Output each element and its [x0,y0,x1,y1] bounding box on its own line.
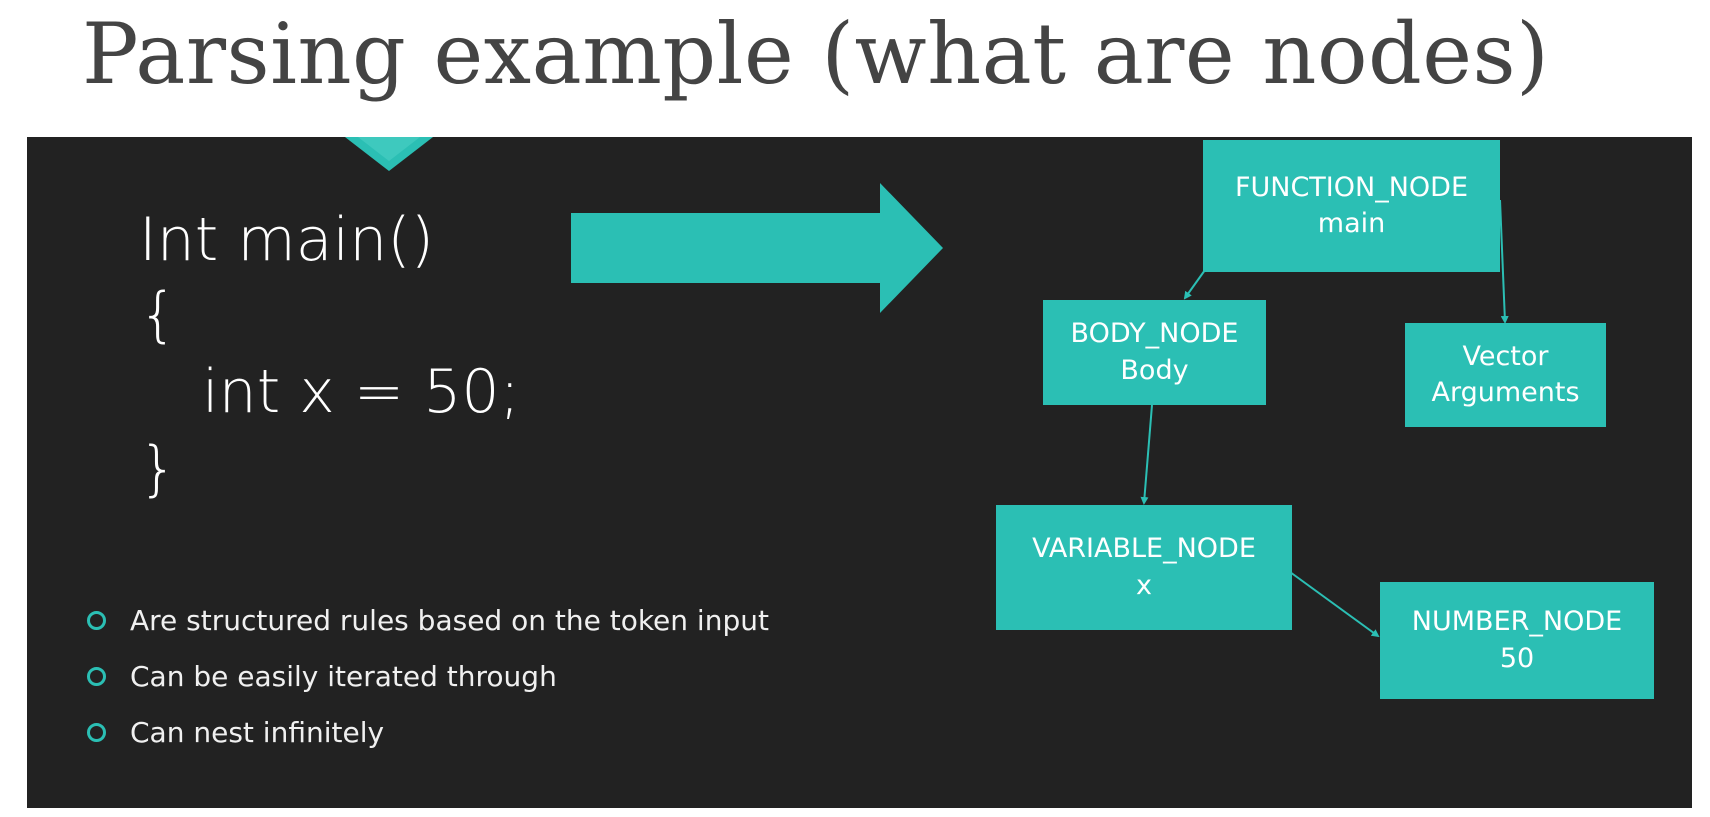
circle-bullet-icon [87,666,106,686]
node-type-label: BODY_NODE [1070,318,1239,350]
number-node-box: NUMBER_NODE 50 [1380,582,1654,699]
bullet-list: Are structured rules based on the token … [87,592,769,760]
circle-bullet-icon [87,610,106,630]
circle-bullet-icon [87,722,106,742]
function-node-box: FUNCTION_NODE main [1203,140,1500,272]
connector-body-variable [1140,404,1153,505]
bullet-text: Can be easily iterated through [130,659,557,693]
code-line-declaration: int x = 50; [202,357,520,427]
node-value-label: main [1317,208,1386,239]
node-type-label: FUNCTION_NODE [1234,171,1469,203]
code-line-close-brace: } [139,434,178,504]
slide-title: Parsing example (what are nodes) [82,5,1550,103]
bullet-item: Can nest infinitely [87,704,769,760]
vector-node-box: Vector Arguments [1405,323,1606,427]
node-value-label: x [1136,569,1152,601]
node-type-label: VARIABLE_NODE [1032,533,1256,565]
bullet-item: Are structured rules based on the token … [87,592,769,648]
node-type-label: Vector [1462,340,1549,372]
code-line-signature: Int main() [139,205,435,275]
body-node-box: BODY_NODE Body [1043,300,1266,405]
right-arrow-icon [571,183,943,313]
node-value-label: 50 [1499,642,1535,674]
connector-function-body [1183,269,1206,300]
bullet-text: Are structured rules based on the token … [130,603,769,637]
node-value-label: Body [1120,354,1189,386]
bullet-text: Can nest infinitely [130,715,385,749]
node-value-label: Arguments [1431,377,1580,408]
bullet-item: Can be easily iterated through [87,648,769,704]
connector-function-vector [1499,199,1509,324]
decorative-chevron-highlight [345,137,433,161]
node-type-label: NUMBER_NODE [1411,606,1623,638]
variable-node-box: VARIABLE_NODE x [996,505,1292,630]
connector-variable-number [1289,571,1380,638]
code-line-open-brace: { [139,280,178,350]
